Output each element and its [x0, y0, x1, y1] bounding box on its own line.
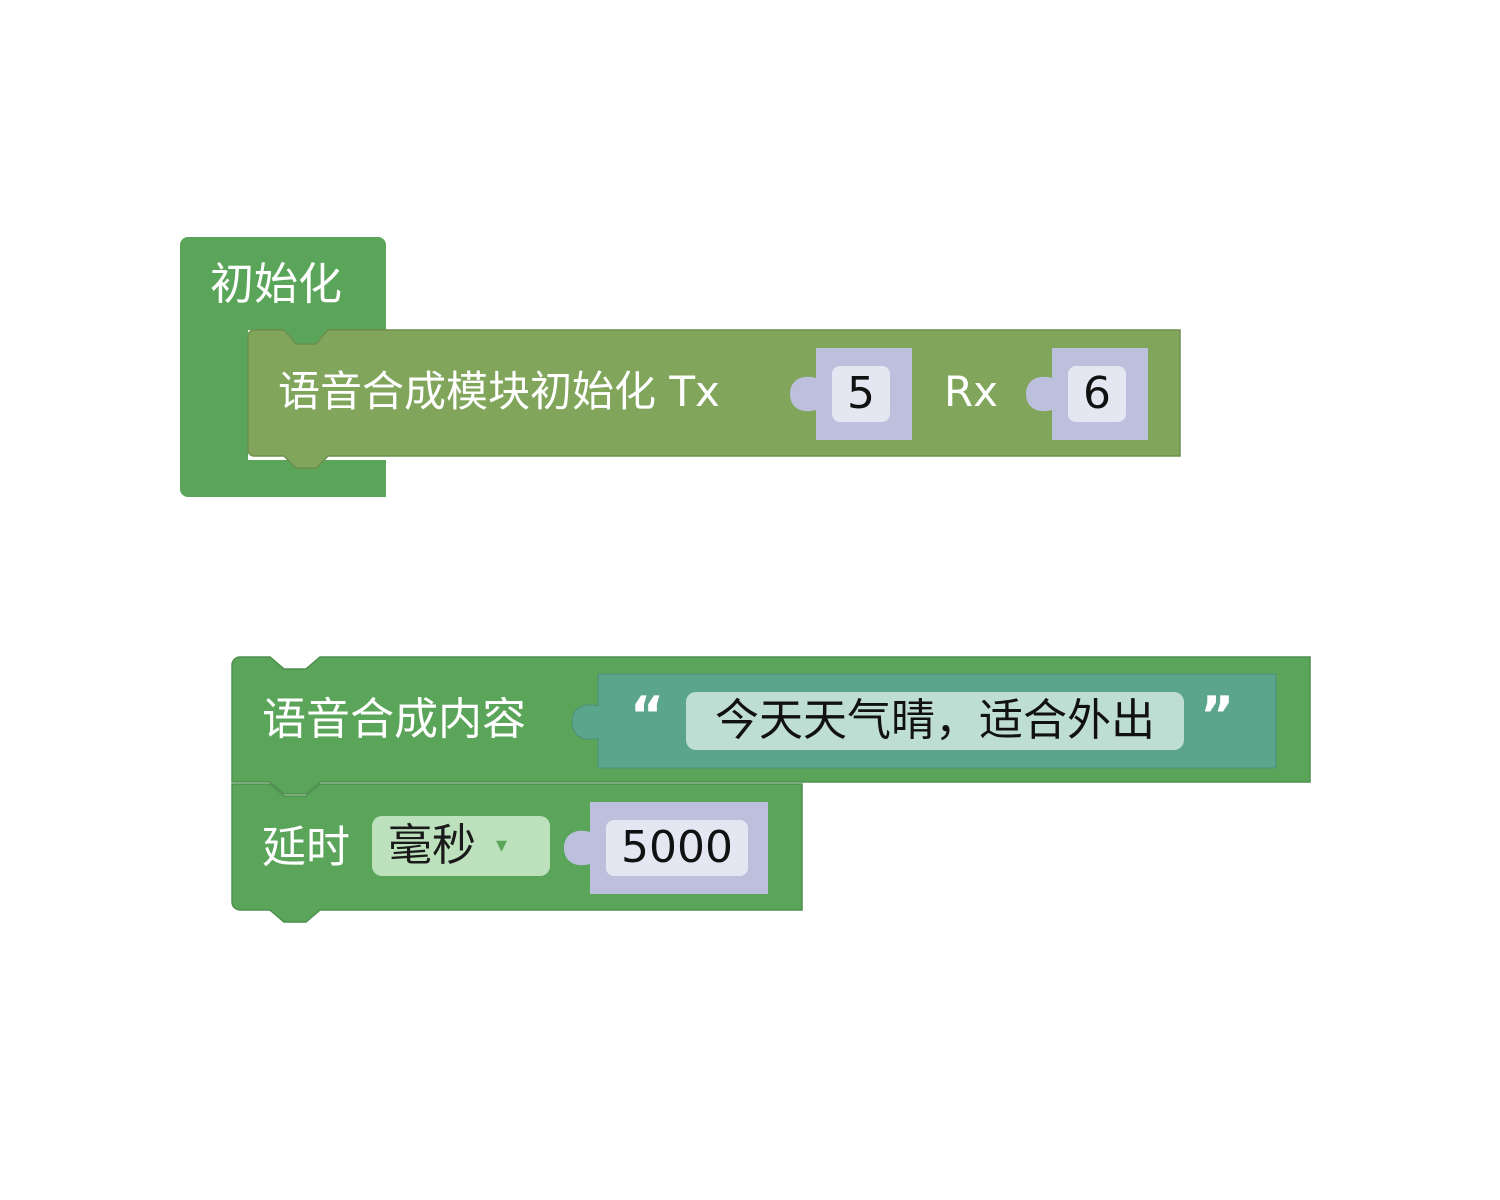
unit-dropdown[interactable]: 毫秒 ▾	[372, 816, 550, 876]
speech-text-field[interactable]: 今天天气晴，适合外出	[715, 695, 1155, 746]
open-quote-icon: “	[630, 686, 665, 746]
tx-value-field[interactable]: 5	[847, 368, 875, 419]
delay-value-field[interactable]: 5000	[621, 822, 733, 873]
setup-block-shape[interactable]	[180, 237, 386, 497]
rx-label: Rx	[944, 367, 999, 416]
close-quote-icon: ”	[1200, 686, 1235, 746]
module-init-block-shape[interactable]	[247, 329, 1181, 469]
chevron-down-icon: ▾	[496, 833, 508, 858]
setup-block-label: 初始化	[210, 259, 342, 310]
speak-block-label: 语音合成内容	[262, 694, 526, 745]
module-init-label: 语音合成模块初始化 Tx	[278, 367, 720, 416]
delay-block-label: 延时	[262, 822, 350, 873]
rx-value-field[interactable]: 6	[1083, 368, 1111, 419]
unit-dropdown-value: 毫秒	[388, 820, 476, 871]
